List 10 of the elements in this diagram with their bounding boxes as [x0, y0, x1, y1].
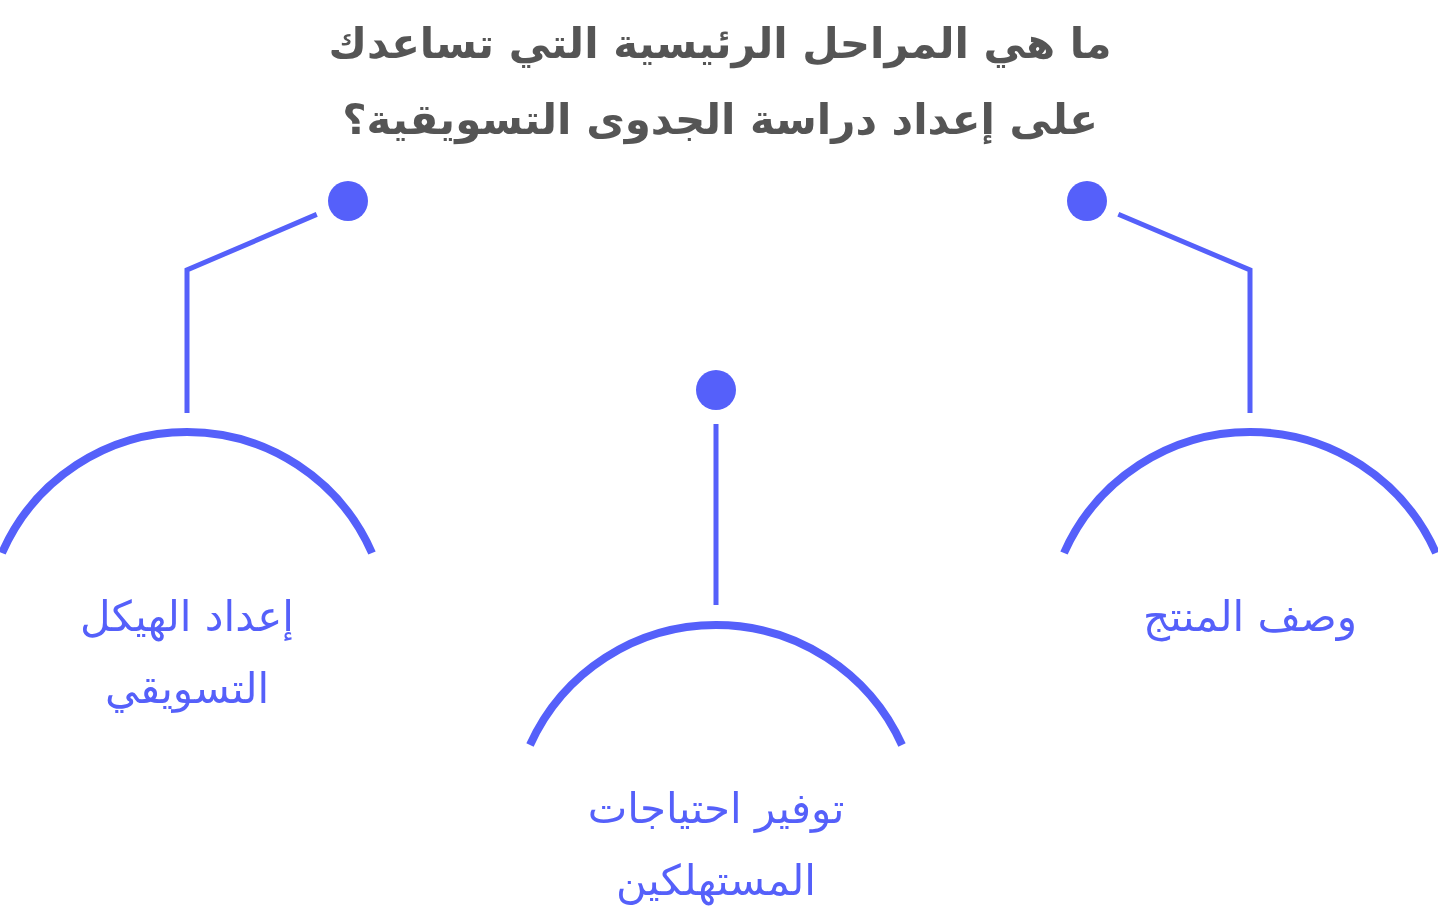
connector-line [713, 424, 719, 605]
connector-line [184, 212, 318, 413]
dot-marker [696, 370, 736, 410]
item-label: وصف المنتج [1142, 591, 1358, 644]
dot-marker [328, 181, 368, 221]
connector-line [1117, 211, 1253, 413]
dot-marker [1067, 181, 1107, 221]
item-label: توفير احتياجات المستهلكين [586, 783, 846, 908]
title: ما هي المراحل الرئيسية التي تساعدك على إعداد دراسة الجدوى التسويقية؟ [327, 18, 1113, 147]
item-label: إعداد الهيكل التسويقي [79, 591, 295, 715]
